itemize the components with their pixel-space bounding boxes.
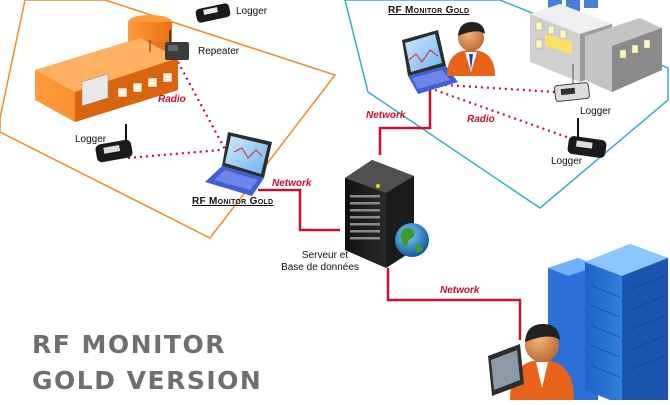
label-logger-right-1: Logger: [580, 106, 612, 117]
label-radio-left: Radio: [158, 94, 186, 105]
label-rf-monitor-right: RF Monitor Gold: [388, 5, 470, 16]
logger-right-1: [554, 64, 590, 102]
headline-line2: GOLD VERSION: [32, 366, 263, 395]
label-network-left: Network: [272, 178, 312, 189]
globe-icon: [395, 223, 429, 257]
laptop-right: [402, 30, 458, 94]
factory-grey: [530, 0, 662, 92]
label-rf-monitor-left: RF Monitor Gold: [192, 196, 274, 207]
user-avatar-bottom: [510, 324, 574, 400]
network-links: [258, 82, 522, 340]
logger-top: [195, 3, 231, 23]
label-network-bottom: Network: [440, 285, 480, 296]
orange-zone: [0, 0, 337, 239]
blue-zone: [344, 0, 669, 209]
label-server-line2: Base de données: [281, 262, 359, 273]
label-server-line1: Serveur et: [301, 250, 349, 261]
label-logger-top: Logger: [236, 6, 268, 17]
logger-right-2: [567, 118, 607, 158]
user-avatar-top: [447, 22, 495, 76]
logger-left: [95, 124, 133, 163]
office-buildings: [548, 244, 668, 400]
label-logger-left: Logger: [75, 134, 107, 145]
laptop-left: [205, 132, 272, 196]
headline-line1: RF MONITOR: [32, 330, 226, 359]
label-network-right: Network: [366, 110, 406, 121]
monitor-icon: [488, 344, 524, 396]
label-logger-right-2: Logger: [551, 156, 583, 167]
repeater-device: [165, 30, 189, 60]
radio-links: [127, 61, 576, 160]
label-radio-right: Radio: [467, 114, 495, 125]
label-repeater: Repeater: [198, 46, 240, 57]
factory-orange: [35, 15, 178, 122]
